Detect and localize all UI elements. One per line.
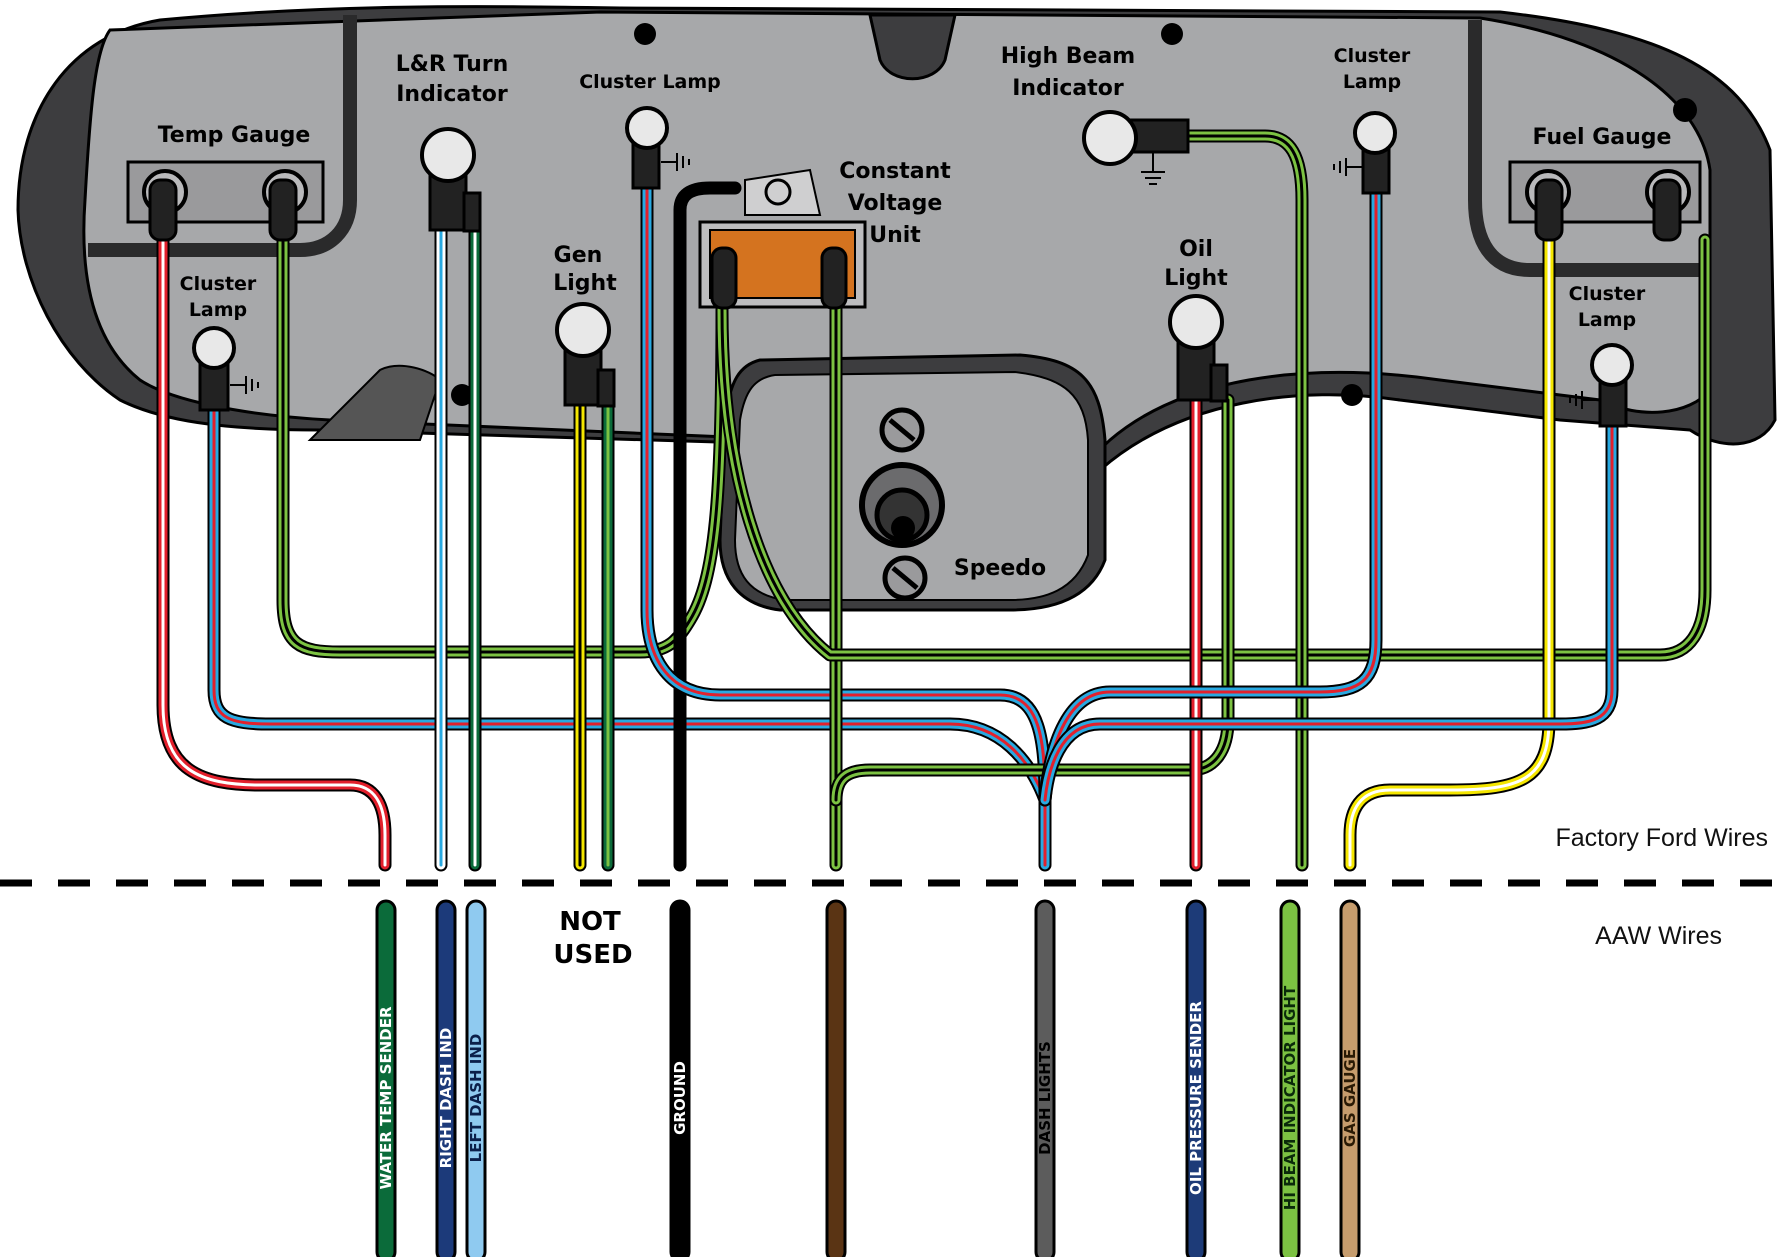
mount-hole: [451, 384, 473, 406]
aaw-wire: HI BEAM INDICATOR LIGHT: [1279, 899, 1301, 1257]
cvu-out-wire-2: [715, 233, 1712, 662]
cvu-label-2: Voltage: [848, 191, 943, 216]
aaw-wire-label: GAS GAUGE: [1341, 1049, 1359, 1147]
bulbs-and-connectors: [148, 106, 1682, 428]
right-gauge-frame: [1468, 20, 1710, 277]
connector-boot: [148, 178, 178, 242]
oil-light-label-2: Light: [1164, 266, 1228, 291]
cvu-screw: [764, 178, 792, 206]
aaw-wire-label: HI BEAM INDICATOR LIGHT: [1281, 985, 1299, 1210]
gen-light-label-1: Gen: [554, 243, 603, 268]
aaw-wire-label: WATER TEMP SENDER: [377, 1006, 395, 1189]
aaw-wire: OIL PRESSURE SENDER: [1185, 899, 1207, 1257]
turn-indicator-bulb: [420, 127, 476, 183]
connector-boot: [820, 246, 848, 310]
aaw-wires-label: AAW Wires: [1595, 922, 1722, 950]
not-used-label-2: USED: [553, 940, 632, 970]
aaw-wires: WATER TEMP SENDER RIGHT DASH IND LEFT DASH…: [375, 899, 1361, 1257]
aaw-wire-label: GROUND: [671, 1061, 689, 1135]
aaw-wire-label: RIGHT DASH IND: [437, 1028, 455, 1169]
speedo-label: Speedo: [954, 556, 1046, 581]
ground-symbol-icon: [230, 376, 259, 394]
high-beam-bulb: [1082, 110, 1138, 166]
component-labels: Temp Gauge L&R Turn Indicator Cluster La…: [158, 44, 1672, 581]
high-beam-label-1: High Beam: [1001, 44, 1135, 69]
bulb-socket-tab: [596, 368, 616, 408]
cluster-lamp-right-label-1: Cluster: [1569, 283, 1646, 305]
aaw-wire-label: DASH LIGHTS: [1036, 1041, 1054, 1155]
cluster-lamp-bulb: [1353, 111, 1397, 155]
factory-wires: [156, 129, 1712, 872]
fuel-sender-wire: [1343, 233, 1556, 872]
temp-sender-wire: [156, 233, 392, 872]
cluster-lamp-right-top-label-2: Lamp: [1343, 71, 1401, 93]
not-used-label-1: NOT: [559, 907, 621, 937]
cluster-lamp-right-top-label-1: Cluster: [1334, 45, 1411, 67]
bulb-socket: [1128, 118, 1190, 154]
aaw-wire-label: LEFT DASH IND: [467, 1034, 485, 1163]
high-beam-label-2: Indicator: [1012, 76, 1124, 101]
cluster-lamp-right-label-2: Lamp: [1578, 309, 1636, 331]
aaw-wire: RIGHT DASH IND: [435, 899, 457, 1257]
turn-indicator-label-2: Indicator: [396, 82, 508, 107]
cluster-lamp-top-wire: [640, 181, 1052, 807]
mount-hole: [1341, 384, 1363, 406]
connector-boot: [1652, 178, 1682, 242]
oil-light-label-1: Oil: [1179, 237, 1213, 262]
cvu-label-3: Unit: [869, 223, 921, 248]
speedo-drive-hole: [891, 516, 915, 540]
cluster-lamp-left-label-1: Cluster: [180, 273, 257, 295]
aaw-wire: DASH LIGHTS: [1034, 899, 1056, 1257]
gen-light-label-2: Light: [553, 271, 617, 296]
connector-boot: [710, 246, 738, 310]
fuel-gauge-label: Fuel Gauge: [1533, 125, 1672, 150]
ground-symbol-icon: [1569, 391, 1598, 409]
mount-hole: [1673, 98, 1697, 122]
cluster-lamp-bulb: [1590, 343, 1634, 387]
screw-slot: [888, 418, 916, 442]
aaw-wire: LEFT DASH IND: [465, 899, 487, 1257]
bulb-socket-tab: [1209, 363, 1229, 403]
ground-symbol-icon: [1333, 158, 1362, 176]
ground-wire: [673, 181, 742, 872]
screw-slot: [891, 566, 919, 590]
connector-boot: [268, 178, 298, 242]
oil-light-bulb: [1168, 294, 1224, 350]
aaw-wire: WATER TEMP SENDER: [375, 899, 397, 1257]
left-gauge-frame: [88, 15, 357, 257]
connector-boot: [1534, 178, 1564, 242]
high-beam-wire: [1181, 129, 1309, 872]
cluster-lamp-right-wire: [1038, 418, 1619, 807]
temp-gauge-label: Temp Gauge: [158, 123, 311, 148]
mount-hole: [1161, 23, 1183, 45]
ground-symbol-icon: [1141, 152, 1165, 185]
bulb-socket-tab: [462, 191, 482, 233]
cluster-lamp-bulb: [625, 106, 669, 150]
ground-symbol-icon: [661, 153, 690, 171]
aaw-wire: GAS GAUGE: [1339, 899, 1361, 1257]
aaw-wire: GROUND: [669, 899, 691, 1257]
factory-ford-wires-label: Factory Ford Wires: [1555, 824, 1768, 852]
turn-indicator-label-1: L&R Turn: [396, 52, 509, 77]
cluster-lamp-left-label-2: Lamp: [189, 299, 247, 321]
mount-hole: [634, 23, 656, 45]
gen-light-bulb: [555, 302, 611, 358]
cluster-lamp-bulb: [192, 326, 236, 370]
top-notch: [868, 13, 957, 81]
aaw-wire-label: OIL PRESSURE SENDER: [1187, 1001, 1205, 1195]
cvu-label-1: Constant: [839, 159, 951, 184]
cluster-lamp-top-label: Cluster Lamp: [579, 71, 721, 93]
